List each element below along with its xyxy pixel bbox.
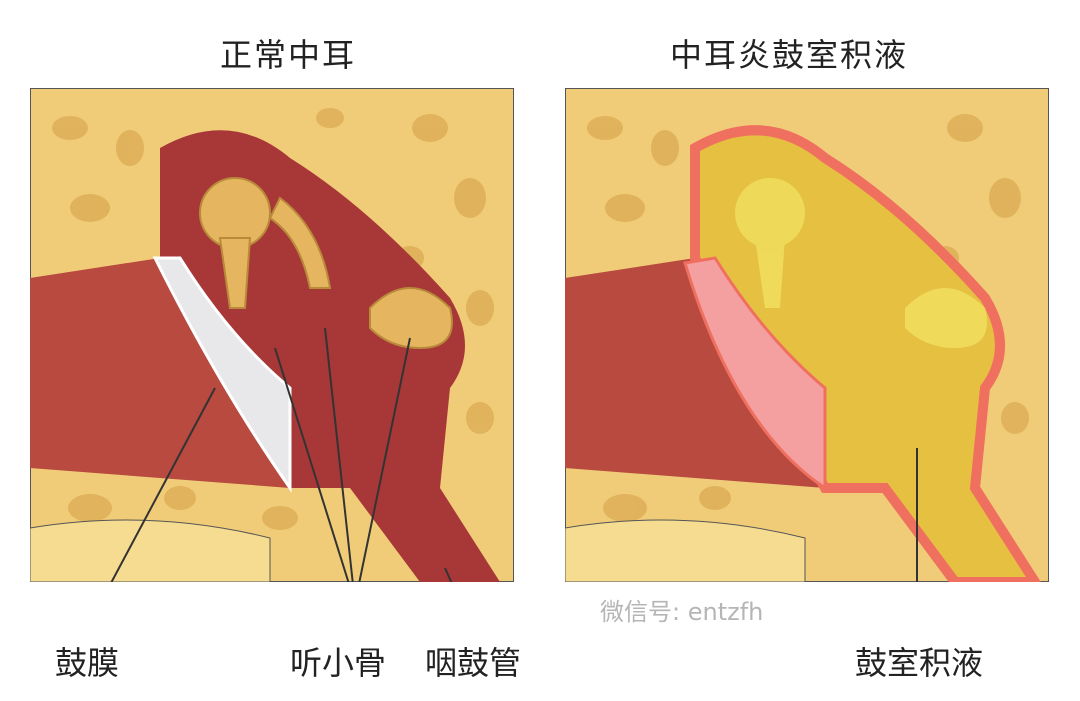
- label-ossicles: 听小骨: [290, 644, 387, 682]
- left-title: 正常中耳: [220, 36, 357, 74]
- label-eardrum: 鼓膜: [55, 644, 120, 682]
- label-eustachian-tube: 咽鼓管: [425, 644, 522, 682]
- right-title: 中耳炎鼓室积液: [670, 36, 909, 74]
- otitis-media-effusion-illustration: [565, 88, 1049, 582]
- normal-ear-illustration: [30, 88, 514, 582]
- label-effusion: 鼓室积液: [855, 644, 984, 682]
- watermark: 微信号: entzfh: [600, 598, 764, 626]
